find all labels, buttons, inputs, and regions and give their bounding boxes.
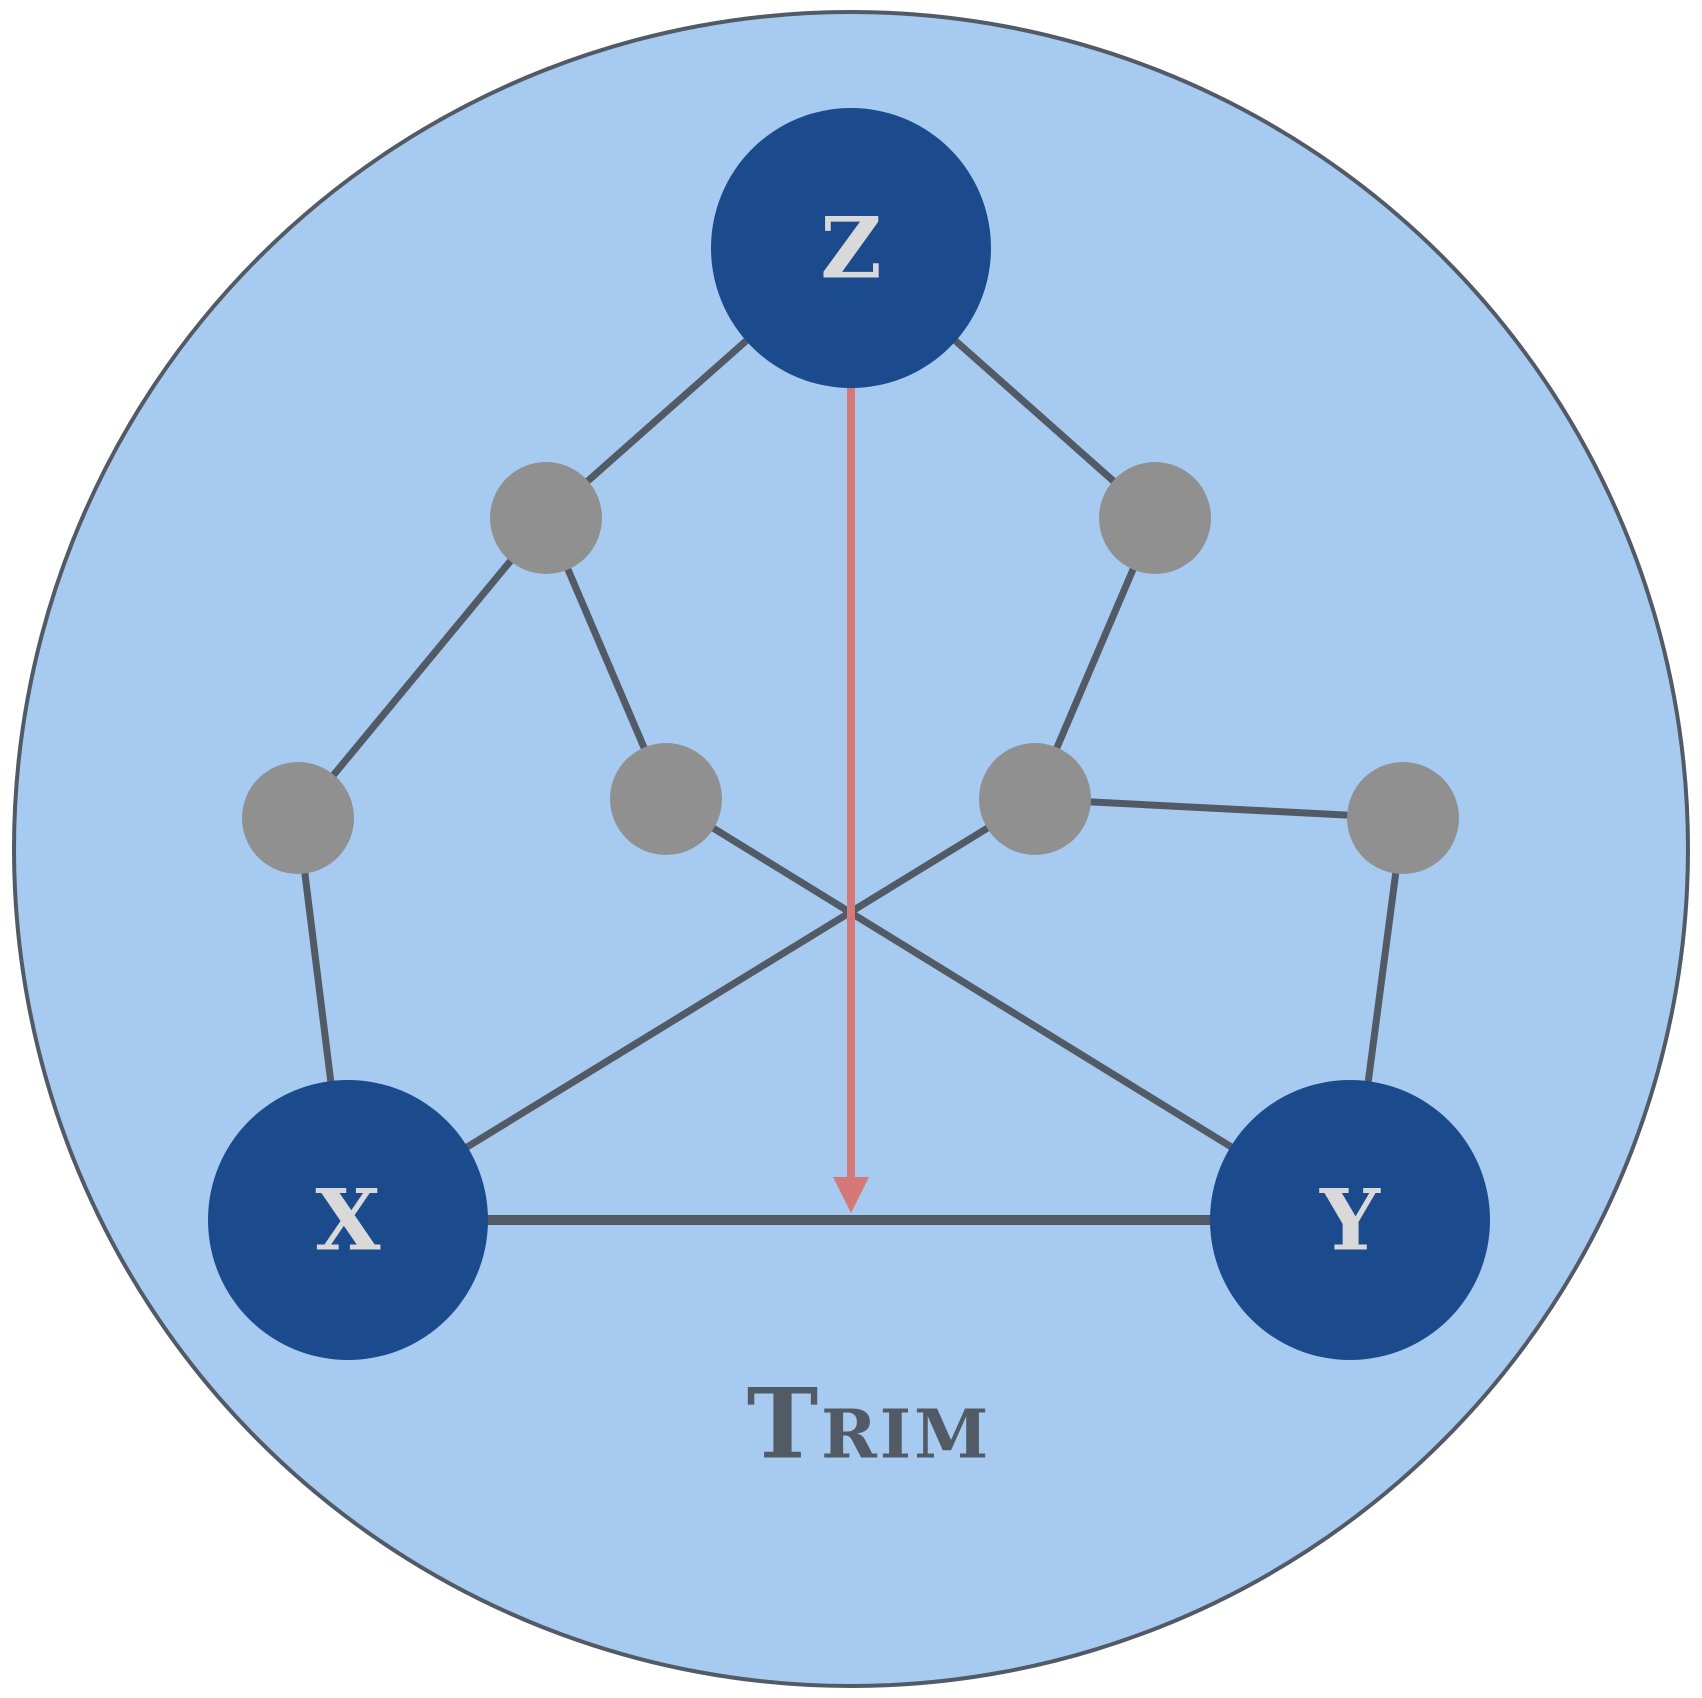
- node-left-inner: [610, 743, 722, 855]
- node-left-outer: [242, 762, 354, 874]
- node-y-label: Y: [1319, 1171, 1381, 1270]
- node-left-upper: [490, 462, 602, 574]
- node-right-inner: [979, 743, 1091, 855]
- node-x-label: X: [315, 1171, 381, 1270]
- node-right-upper: [1099, 462, 1211, 574]
- node-z-label: Z: [820, 199, 881, 298]
- minor-nodes: [242, 462, 1459, 874]
- edge-right-inner-right-outer: [1034, 795, 1404, 822]
- node-y: Y: [1210, 1080, 1490, 1360]
- edge-left-upper-left-outer: [295, 515, 549, 821]
- diagram-caption: Trim: [747, 1368, 992, 1481]
- node-right-outer: [1347, 762, 1459, 874]
- node-z: Z: [711, 108, 991, 388]
- trim-arrow: [833, 385, 869, 1213]
- node-x-circle: [208, 1080, 488, 1360]
- node-x: X: [208, 1080, 488, 1360]
- node-y-circle: [1210, 1080, 1490, 1360]
- trim-arrow-head: [833, 1177, 869, 1213]
- node-z-circle: [711, 108, 991, 388]
